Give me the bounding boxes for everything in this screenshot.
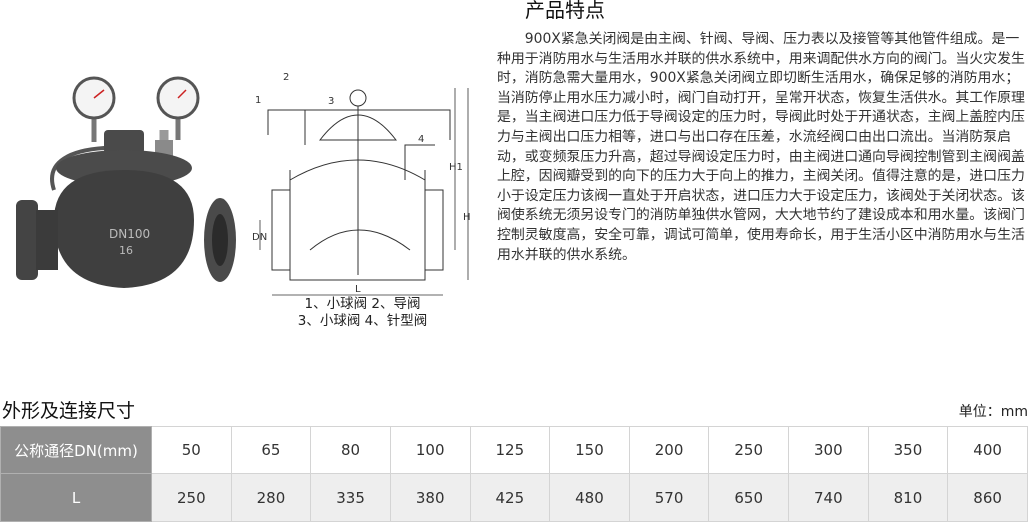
dn-cell: 50 [151,426,232,474]
caption-line-1: 1、小球阀 2、导阀 [304,296,421,312]
table-row-dn: 公称通径DN(mm) 50 65 80 100 125 150 200 250 … [0,426,1028,474]
l-cell: 810 [867,473,949,522]
callout-3: 3 [328,96,334,107]
body-marking-pressure: 16 [119,244,133,257]
callout-4: 4 [418,134,424,145]
dn-cell: 100 [389,426,471,474]
l-cell: 650 [708,473,789,522]
l-cell: 740 [788,473,869,522]
l-cell: 380 [389,473,471,522]
callout-1: 1 [255,95,261,106]
pressure-gauge-left [72,76,116,142]
l-cell: 860 [947,473,1028,522]
dn-cell: 350 [867,426,949,474]
table-row-l: L 250 280 335 380 425 480 570 650 740 81… [0,473,1028,522]
valve-photo: DN100 16 [16,76,236,288]
callout-2: 2 [283,72,289,83]
dn-cell: 200 [628,426,710,474]
l-cell: 480 [549,473,630,522]
caption-line-2: 3、小球阀 4、针型阀 [297,313,428,329]
drawing-caption: 1、小球阀 2、导阀 3、小球阀 4、针型阀 [255,296,470,330]
dim-h1-label: H1 [449,162,463,173]
unit-label: 单位：mm [958,404,1028,420]
body-marking-dn: DN100 [109,227,150,241]
dn-cell: 400 [947,426,1028,474]
l-cell: 250 [151,473,232,522]
row-header-l: L [0,473,152,522]
dn-cell: 65 [230,426,312,474]
dim-h-label: H [463,212,471,223]
dimensions-table: 公称通径DN(mm) 50 65 80 100 125 150 200 250 … [0,426,1028,522]
l-cell: 570 [628,473,710,522]
dn-cell: 300 [788,426,869,474]
dn-cell: 250 [708,426,789,474]
l-cell: 335 [310,473,391,522]
pressure-gauge-right [156,76,200,140]
dn-cell: 80 [310,426,391,474]
l-cell: 425 [469,473,551,522]
dim-l-label: L [355,284,361,295]
dim-dn-label: DN [252,232,267,243]
row-header-dn: 公称通径DN(mm) [0,426,152,474]
l-cell: 280 [230,473,312,522]
features-body: 900X紧急关闭阀是由主阀、针阀、导阀、压力表以及接管等其他管件组成。是一种用于… [497,31,1025,263]
dn-cell: 125 [469,426,551,474]
features-title: 产品特点 [525,0,605,22]
valve-section-drawing: 1 2 3 4 H1 H DN L [252,72,471,296]
dimensions-title: 外形及连接尺寸 [2,400,136,422]
dn-cell: 150 [549,426,630,474]
